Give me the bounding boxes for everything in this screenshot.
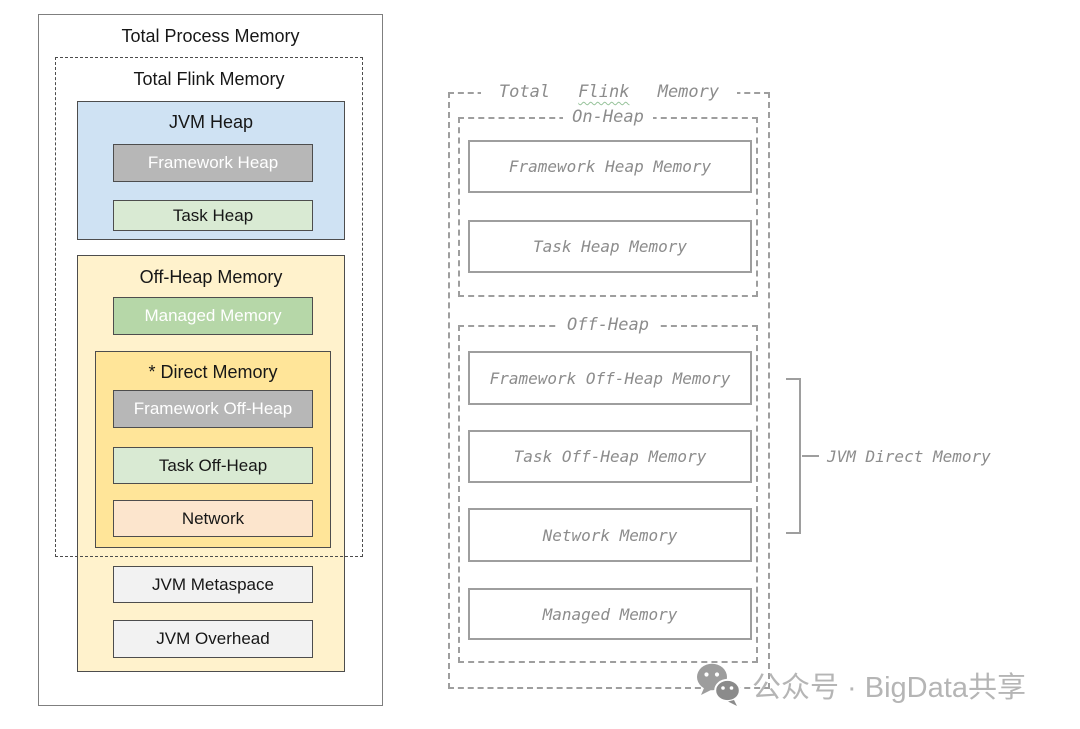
total-flink-memory-dashed-box xyxy=(55,57,363,557)
jvm-metaspace-box: JVM Metaspace xyxy=(113,566,313,603)
task-heap-box: Task Heap xyxy=(113,200,313,231)
managed-memory-box: Managed Memory xyxy=(113,297,313,335)
off-heap-label: Off-Heap xyxy=(458,315,758,335)
framework-off-heap-box: Framework Off-Heap xyxy=(113,390,313,428)
task-off-heap-box: Task Off-Heap xyxy=(113,447,313,484)
right-framework-heap-memory-box: Framework Heap Memory xyxy=(468,140,752,193)
direct-memory-label: * Direct Memory xyxy=(148,362,278,382)
wechat-icon xyxy=(694,662,744,708)
right-network-memory-box: Network Memory xyxy=(468,508,752,562)
network-box: Network xyxy=(113,500,313,537)
off-heap-memory-label: Off-Heap Memory xyxy=(139,267,283,287)
right-total-flink-memory-label: Total Flink Memory xyxy=(448,82,770,102)
total-process-memory-label: Total Process Memory xyxy=(121,26,300,46)
right-task-off-heap-memory-box: Task Off-Heap Memory xyxy=(468,430,752,483)
right-managed-memory-box: Managed Memory xyxy=(468,588,752,640)
right-task-heap-memory-box: Task Heap Memory xyxy=(468,220,752,273)
flink-title-pre: Total xyxy=(489,82,570,102)
jvm-overhead-box: JVM Overhead xyxy=(113,620,313,658)
jvm-direct-memory-bracket-tick xyxy=(802,455,819,457)
framework-heap-box: Framework Heap xyxy=(113,144,313,182)
flink-title-post: Memory xyxy=(638,82,729,102)
jvm-direct-memory-label: JVM Direct Memory xyxy=(827,447,991,466)
total-flink-memory-label: Total Flink Memory xyxy=(133,69,285,89)
watermark-text: 公众号 · BigData共享 xyxy=(752,672,1026,704)
right-framework-off-heap-memory-box: Framework Off-Heap Memory xyxy=(468,351,752,405)
watermark: 公众号 · BigData共享 xyxy=(694,662,1026,708)
jvm-heap-label: JVM Heap xyxy=(168,112,254,132)
on-heap-label: On-Heap xyxy=(458,107,758,127)
jvm-direct-memory-bracket xyxy=(786,378,801,534)
flink-title-word: Flink xyxy=(569,82,639,102)
